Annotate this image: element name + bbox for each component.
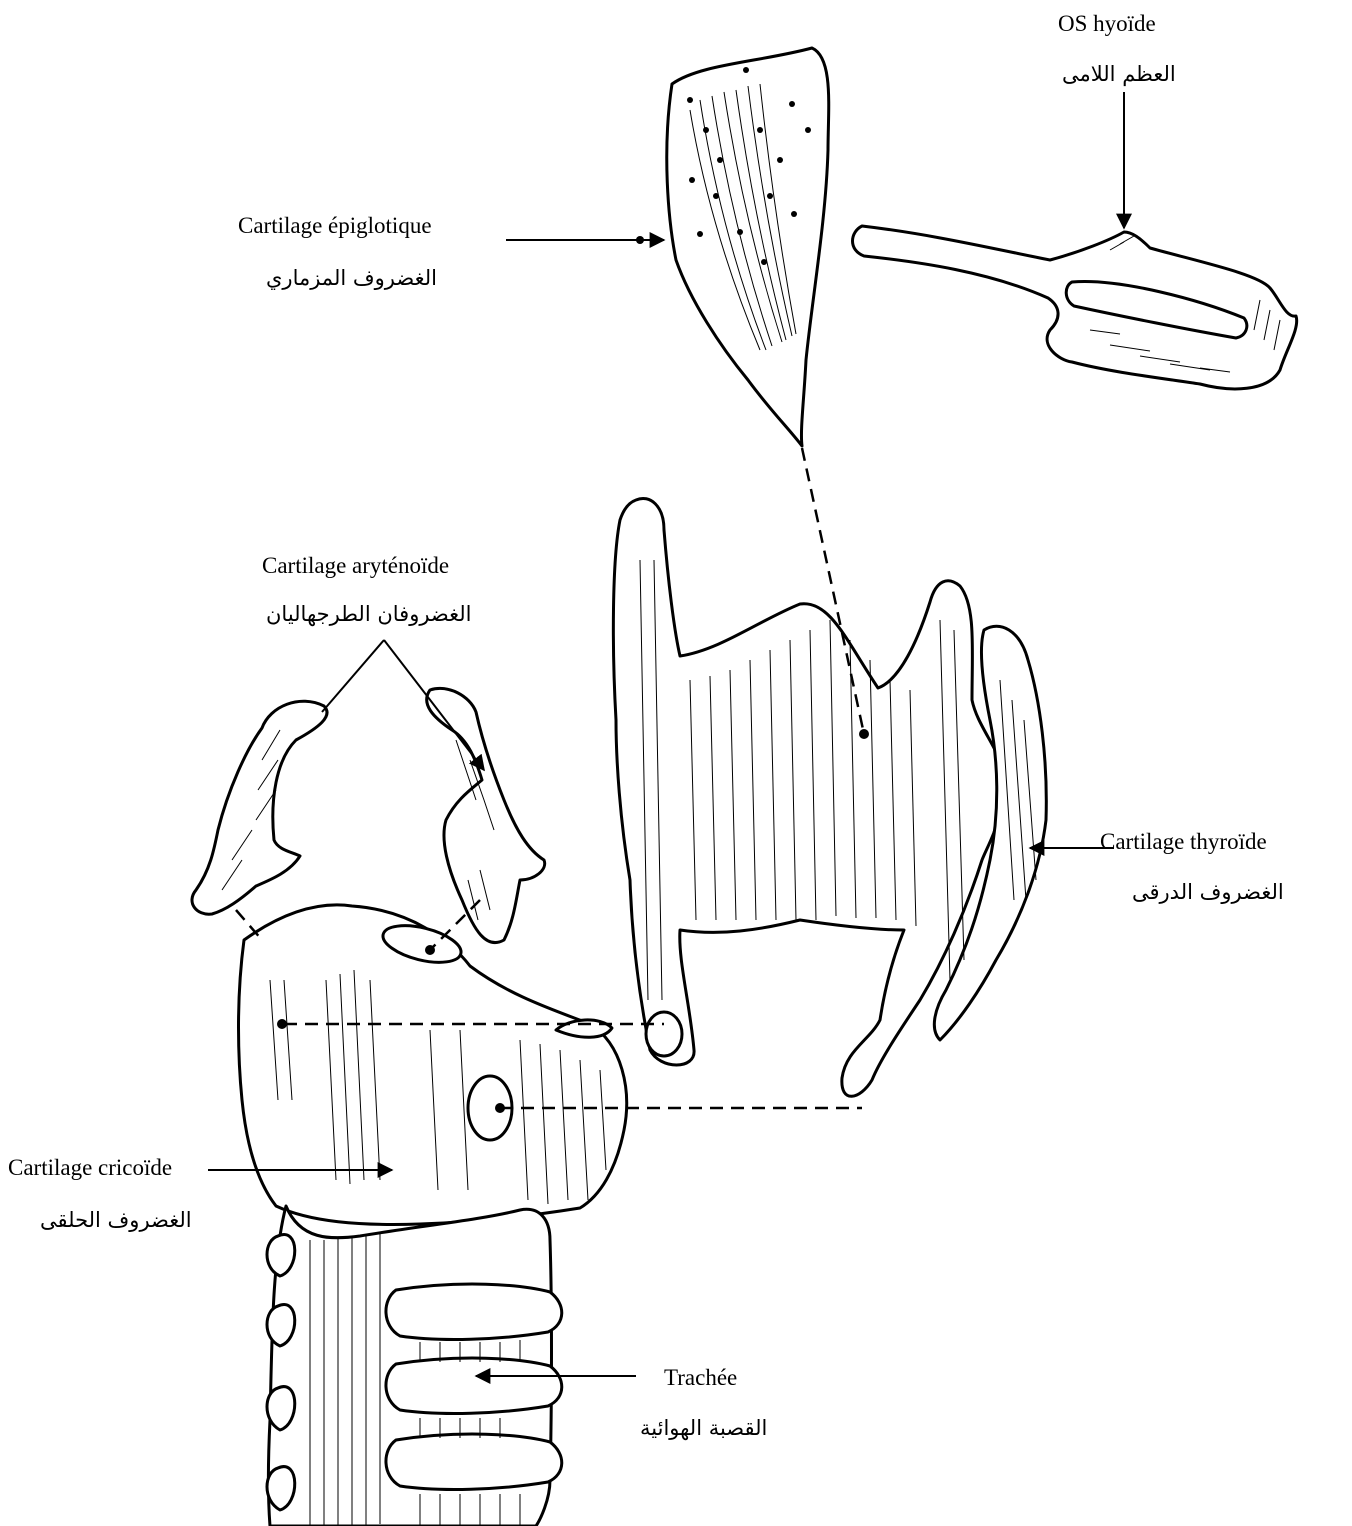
label-cricoid-ar: الغضروف الحلقى bbox=[40, 1210, 192, 1231]
label-trachea-ar: القصبة الهوائية bbox=[640, 1418, 767, 1439]
label-cricoid-fr: Cartilage cricoïde bbox=[8, 1156, 172, 1179]
trachea bbox=[267, 1206, 562, 1526]
epiglottic-cartilage bbox=[667, 48, 829, 446]
label-epiglottic-ar: الغضروف المزماري bbox=[266, 268, 437, 289]
label-trachea-fr: Trachée bbox=[664, 1366, 737, 1389]
label-hyoid-fr: OS hyoïde bbox=[1058, 12, 1156, 35]
thyroid-cartilage bbox=[613, 498, 1046, 1096]
label-thyroid-fr: Cartilage thyroïde bbox=[1100, 830, 1267, 853]
label-epiglottic-fr: Cartilage épiglotique bbox=[238, 214, 432, 237]
hyoid-bone bbox=[853, 226, 1297, 389]
label-arytenoid-ar: الغضروفان الطرجهاليان bbox=[266, 604, 472, 625]
label-thyroid-ar: الغضروف الدرقى bbox=[1132, 882, 1284, 903]
arytenoid-cartilages bbox=[192, 688, 545, 942]
label-hyoid-ar: العظم اللامى bbox=[1062, 64, 1176, 85]
label-arytenoid-fr: Cartilage aryténoïde bbox=[262, 554, 449, 577]
